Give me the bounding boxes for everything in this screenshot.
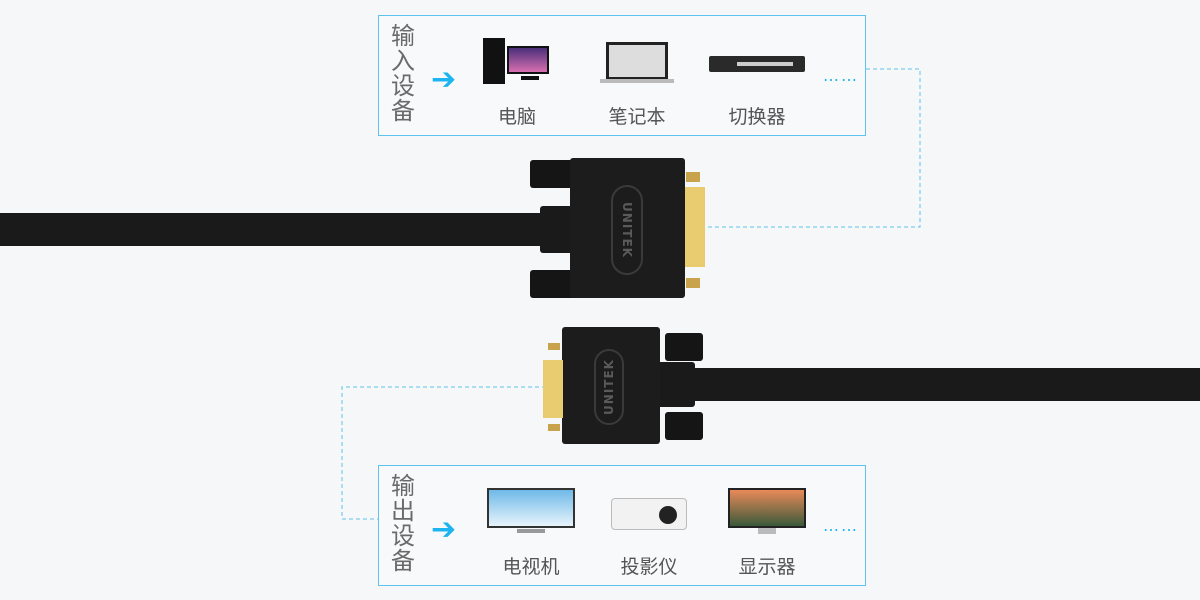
device-label: 电脑: [497, 106, 536, 128]
input-devices-panel: 输入设备 ➔ 电脑 笔记本 切换器 ……: [378, 15, 866, 136]
monitor-icon: [728, 488, 806, 534]
device-switch: 切换器: [697, 38, 817, 129]
device-label: 显示器: [738, 556, 796, 578]
device-label: 投影仪: [620, 556, 678, 578]
arrow-right-icon: ➔: [431, 62, 457, 97]
output-devices-panel: 输出设备 ➔ 电视机 投影仪 显示器 ……: [378, 465, 866, 586]
desktop-computer-icon: [477, 38, 557, 84]
vga-connector: [543, 327, 1200, 444]
device-laptop: 笔记本: [577, 38, 697, 129]
more-devices-ellipsis: ……: [823, 66, 859, 85]
arrow-right-icon: ➔: [431, 512, 457, 547]
device-tv: 电视机: [471, 488, 591, 579]
device-desktop: 电脑: [457, 38, 577, 129]
tv-icon: [487, 488, 575, 534]
device-label: 切换器: [728, 106, 786, 128]
brand-logo-vga: UNITEK: [602, 359, 616, 415]
input-devices-title: 输入设备: [391, 22, 415, 125]
output-devices-title: 输出设备: [391, 472, 415, 575]
kvm-switch-icon: [709, 38, 805, 84]
device-projector: 投影仪: [589, 488, 709, 579]
dvi-connector: [0, 158, 705, 298]
device-monitor: 显示器: [707, 488, 827, 579]
dashed-connector-lines: [341, 68, 921, 520]
brand-logo-dvi: UNITEK: [620, 202, 634, 258]
more-devices-ellipsis: ……: [823, 516, 859, 535]
device-label: 笔记本: [608, 106, 666, 128]
device-label: 电视机: [502, 556, 560, 578]
laptop-icon: [600, 38, 674, 84]
projector-icon: [609, 488, 689, 534]
